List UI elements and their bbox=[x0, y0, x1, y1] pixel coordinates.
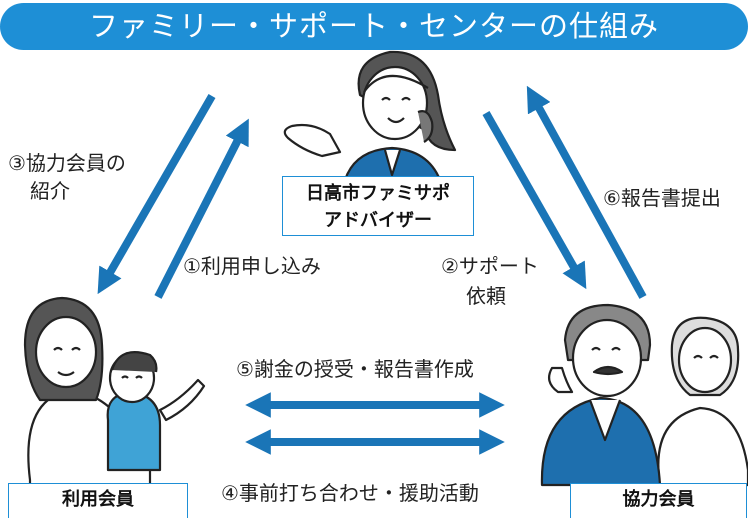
user-illustration bbox=[23, 296, 206, 487]
helper-label: 協力会員 bbox=[622, 489, 695, 510]
diagram-title: ファミリー・サポート・センターの仕組み bbox=[0, 3, 748, 50]
helper-illustration bbox=[540, 303, 748, 487]
arrow-request bbox=[482, 111, 587, 290]
user-box: 利用会員 bbox=[8, 483, 188, 518]
flow-introduce-label-1: ③協力会員の bbox=[8, 151, 126, 175]
advisor-illustration bbox=[283, 50, 457, 182]
arrow-report bbox=[526, 85, 647, 299]
arrow-introduce bbox=[97, 93, 216, 295]
flow-report-label: ⑥報告書提出 bbox=[603, 186, 721, 210]
flow-meeting-label: ④事前打ち合わせ・援助活動 bbox=[221, 481, 479, 505]
flow-request-label-1: ②サポート bbox=[441, 254, 539, 278]
flow-apply-label: ①利用申し込み bbox=[183, 254, 321, 278]
flow-request-label-2: 依頼 bbox=[466, 284, 506, 308]
arrow-apply bbox=[154, 118, 249, 299]
advisor-role: アドバイザー bbox=[324, 210, 432, 231]
flow-payment-label: ⑤謝金の授受・報告書作成 bbox=[236, 357, 474, 381]
advisor-box: 日高市ファミサポ アドバイザー bbox=[282, 176, 474, 236]
advisor-name: 日高市ファミサポ bbox=[306, 183, 450, 204]
user-label: 利用会員 bbox=[62, 489, 134, 510]
flow-introduce-label-2: 紹介 bbox=[30, 179, 70, 203]
helper-box: 協力会員 bbox=[570, 483, 747, 518]
